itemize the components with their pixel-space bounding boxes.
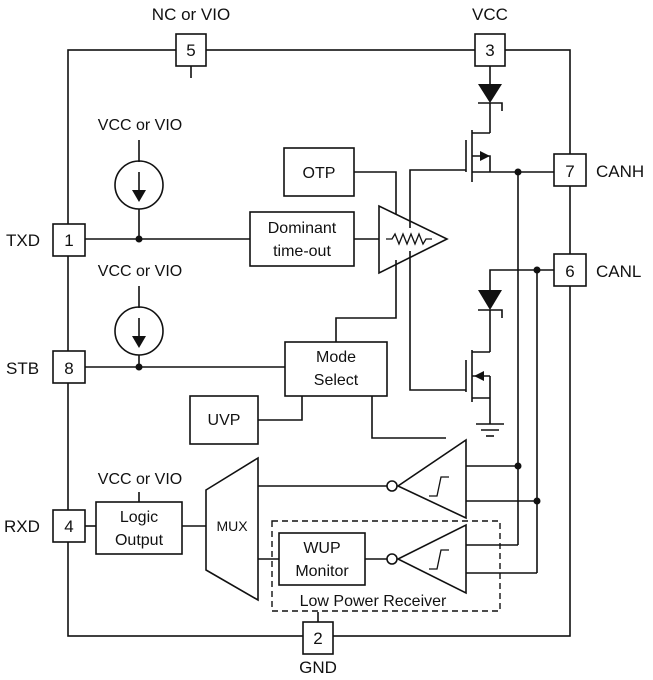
pin-7-number: 7 (565, 162, 574, 181)
rxd-supply-label: VCC or VIO (98, 471, 182, 488)
low-power-comparator (386, 523, 467, 595)
mux-label: MUX (216, 518, 248, 534)
pin-4-number: 4 (64, 517, 73, 536)
pin-5-number: 5 (186, 41, 195, 60)
current-arrow-icon (132, 190, 146, 202)
wup-monitor-block: WUP Monitor (278, 532, 366, 586)
schmitt-trigger-icon (429, 476, 449, 497)
logic-output-line2: Output (115, 532, 164, 549)
resistor-icon (386, 232, 432, 246)
high-side-diode-icon (478, 84, 503, 111)
pin-3-name: VCC (472, 5, 508, 24)
ground-icon (476, 423, 504, 437)
rxd-supply: VCC or VIO (98, 471, 182, 502)
mode-select-line2: Select (314, 372, 359, 389)
low-side-transistor-icon (465, 350, 490, 402)
pin-7: 7 CANH (553, 153, 644, 187)
txd-pullup-label: VCC or VIO (98, 117, 182, 134)
dominant-timeout-block: Dominant time-out (249, 211, 355, 267)
pin-6-name: CANL (596, 262, 641, 281)
otp-label: OTP (303, 165, 336, 182)
dominant-timeout-line2: time-out (273, 243, 331, 260)
pin-2: 2 GND (299, 612, 337, 677)
pin-8-name: STB (6, 359, 39, 378)
pin-3: VCC 3 (472, 5, 508, 67)
mode-select-block: Mode Select (284, 341, 388, 397)
low-side-diode-icon (478, 290, 503, 318)
pin-8: STB 8 (6, 350, 86, 384)
current-arrow-icon (132, 336, 146, 348)
pin-4: RXD 4 (4, 509, 86, 543)
pin-1-number: 1 (64, 231, 73, 250)
logic-output-block: Logic Output (95, 501, 183, 555)
mode-select-line1: Mode (316, 349, 356, 366)
low-power-receiver-label: Low Power Receiver (300, 593, 447, 610)
low-power-receiver-frame (271, 520, 501, 612)
pin-2-number: 2 (313, 629, 322, 648)
uvp-label: UVP (208, 412, 241, 429)
stb-pullup-source: VCC or VIO (98, 263, 182, 367)
pin-5-name: NC or VIO (152, 5, 230, 24)
pin-3-number: 3 (485, 41, 494, 60)
wup-monitor-line1: WUP (303, 540, 340, 557)
driver-amplifier (378, 204, 449, 275)
pin-8-number: 8 (64, 359, 73, 378)
logic-output-line1: Logic (120, 509, 158, 526)
schmitt-trigger-icon (429, 549, 449, 570)
pin-5: NC or VIO 5 (152, 5, 230, 78)
txd-pullup-source: VCC or VIO (98, 117, 182, 239)
pin-1: TXD 1 (6, 223, 86, 257)
pin-1-name: TXD (6, 231, 40, 250)
pin-7-name: CANH (596, 162, 644, 181)
wup-monitor-line2: Monitor (295, 563, 349, 580)
dominant-timeout-line1: Dominant (268, 220, 337, 237)
normal-receiver-comparator (386, 438, 467, 520)
pin-2-name: GND (299, 658, 337, 677)
stb-pullup-label: VCC or VIO (98, 263, 182, 280)
uvp-block: UVP (189, 395, 259, 445)
mux-block: MUX (205, 456, 259, 602)
pin-6: 6 CANL (553, 253, 641, 287)
pin-4-name: RXD (4, 517, 40, 536)
high-side-transistor-icon (465, 130, 491, 182)
pin-6-number: 6 (565, 262, 574, 281)
otp-block: OTP (283, 147, 355, 197)
